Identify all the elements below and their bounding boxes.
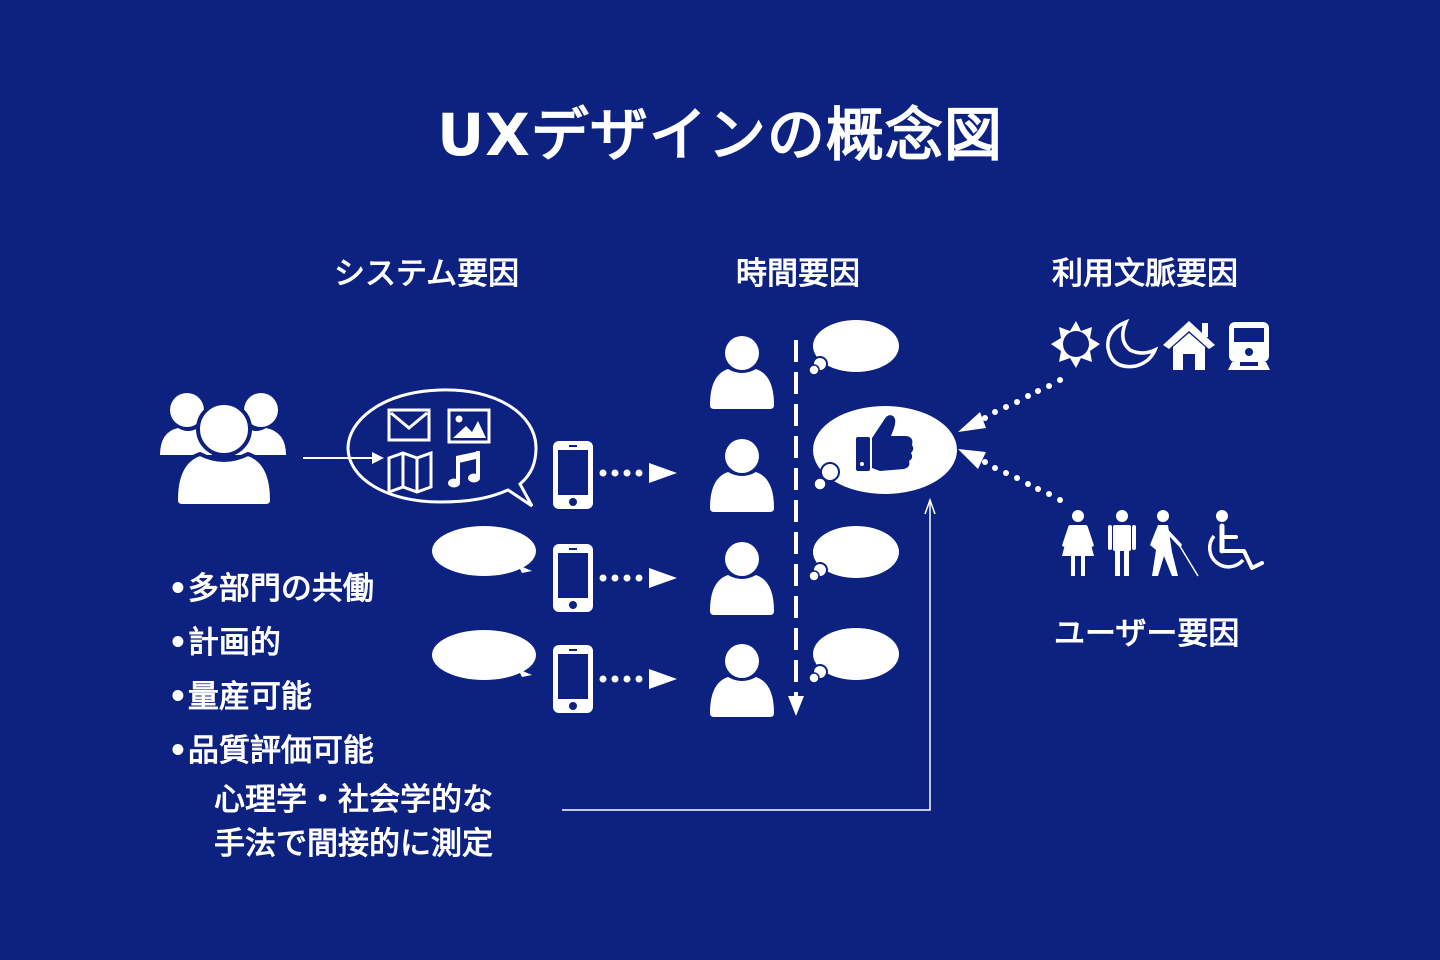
map-icon <box>387 450 433 495</box>
page-title: UXデザインの概念図 <box>437 101 1003 169</box>
moon-icon <box>1106 318 1159 369</box>
arrow-to-system <box>303 452 384 464</box>
heading-context-factor: 利用文脈要因 <box>1052 256 1238 292</box>
context-dotted-arrow <box>958 377 1063 432</box>
measurement-feedback-line <box>562 497 936 811</box>
empty-speech-bubble <box>432 630 536 680</box>
dotted-arrow <box>599 463 677 483</box>
bullet-item: •品質評価可能 <box>168 733 374 769</box>
smartphone-icon <box>553 441 593 509</box>
bullet-item: •計画的 <box>168 625 281 661</box>
bullet-list: •多部門の共働 •計画的 •量産可能 •品質評価可能 心理学・社会学的な 手法で… <box>168 562 493 866</box>
woman-icon <box>1062 510 1094 576</box>
empty-thought-bubble <box>808 627 900 684</box>
empty-speech-bubble <box>432 526 536 576</box>
blind-person-icon <box>1150 510 1199 577</box>
music-note-icon <box>448 451 480 488</box>
user-icon <box>710 644 774 717</box>
sun-icon <box>1051 321 1100 368</box>
system-speech-bubble <box>346 388 538 508</box>
smartphone-icon <box>553 645 593 713</box>
user-icon <box>710 439 774 512</box>
home-icon <box>1163 321 1215 370</box>
empty-thought-bubble <box>808 319 900 376</box>
dotted-arrow <box>599 568 677 588</box>
user-dotted-arrow <box>958 449 1063 503</box>
bullet-note-line: 手法で間接的に測定 <box>214 826 493 862</box>
man-icon <box>1108 510 1136 576</box>
bullet-item: •量産可能 <box>168 679 312 715</box>
empty-thought-bubble <box>808 525 900 582</box>
user-group-icon <box>160 393 286 508</box>
bullet-item: •多部門の共働 <box>168 571 374 607</box>
train-icon <box>1228 322 1270 370</box>
heading-user-factor: ユーザー要因 <box>1054 616 1240 652</box>
time-axis-arrow <box>788 340 804 716</box>
thumbs-up-icon <box>856 415 914 471</box>
user-icon <box>710 336 774 409</box>
user-icon <box>710 542 774 615</box>
wheelchair-icon <box>1207 510 1264 570</box>
mail-icon <box>387 408 431 442</box>
image-icon <box>447 408 491 444</box>
smartphone-icon <box>553 544 593 612</box>
heading-time-factor: 時間要因 <box>736 256 860 292</box>
dotted-arrow <box>599 669 677 689</box>
bullet-note-line: 心理学・社会学的な <box>214 782 493 818</box>
heading-system-factor: システム要因 <box>334 256 520 292</box>
